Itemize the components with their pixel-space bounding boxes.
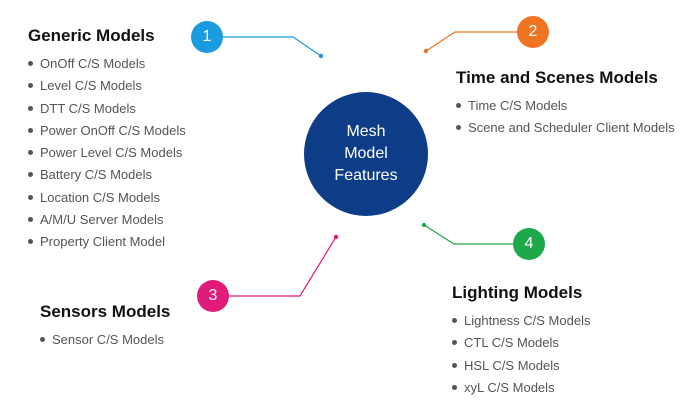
list-item: Scene and Scheduler Client Models	[456, 117, 675, 139]
connector-1	[222, 36, 324, 59]
list-item: Sensor C/S Models	[40, 329, 170, 351]
badge-1: 1	[191, 21, 223, 53]
list-item: HSL C/S Models	[452, 355, 590, 377]
list-item: A/M/U Server Models	[28, 209, 186, 231]
group-lighting-models: Lighting Models Lightness C/S Models CTL…	[452, 283, 590, 399]
list-item: Property Client Model	[28, 231, 186, 253]
center-circle: Mesh Model Features	[304, 92, 428, 216]
list-item: Power Level C/S Models	[28, 142, 186, 164]
list-item: Power OnOff C/S Models	[28, 120, 186, 142]
group-title: Generic Models	[28, 26, 155, 45]
center-line-1: Mesh	[346, 123, 386, 140]
list-item: Location C/S Models	[28, 187, 186, 209]
group-title: Time and Scenes Models	[456, 68, 658, 87]
list-item: Battery C/S Models	[28, 164, 186, 186]
connector-2	[423, 31, 517, 54]
connector-3	[229, 234, 339, 297]
group-item-list: Time C/S Models Scene and Scheduler Clie…	[456, 95, 675, 140]
list-item: xyL C/S Models	[452, 377, 590, 399]
list-item: DTT C/S Models	[28, 98, 186, 120]
group-generic-models: Generic Models OnOff C/S Models Level C/…	[28, 26, 186, 254]
group-sensors-models: Sensors Models Sensor C/S Models	[40, 302, 170, 351]
group-title: Lighting Models	[452, 283, 583, 302]
badge-2: 2	[517, 16, 549, 48]
list-item: Time C/S Models	[456, 95, 675, 117]
group-time-and-scenes-models: Time and Scenes Models Time C/S Models S…	[456, 68, 675, 140]
group-item-list: Lightness C/S Models CTL C/S Models HSL …	[452, 310, 590, 399]
list-item: CTL C/S Models	[452, 332, 590, 354]
center-line-3: Features	[334, 167, 398, 184]
group-title: Sensors Models	[40, 302, 171, 321]
list-item: OnOff C/S Models	[28, 53, 186, 75]
group-item-list: Sensor C/S Models	[40, 329, 170, 351]
center-line-2: Model	[344, 145, 388, 162]
list-item: Level C/S Models	[28, 75, 186, 97]
group-item-list: OnOff C/S Models Level C/S Models DTT C/…	[28, 53, 186, 254]
list-item: Lightness C/S Models	[452, 310, 590, 332]
badge-3: 3	[197, 280, 229, 312]
connector-4	[421, 222, 513, 245]
badge-4: 4	[513, 228, 545, 260]
